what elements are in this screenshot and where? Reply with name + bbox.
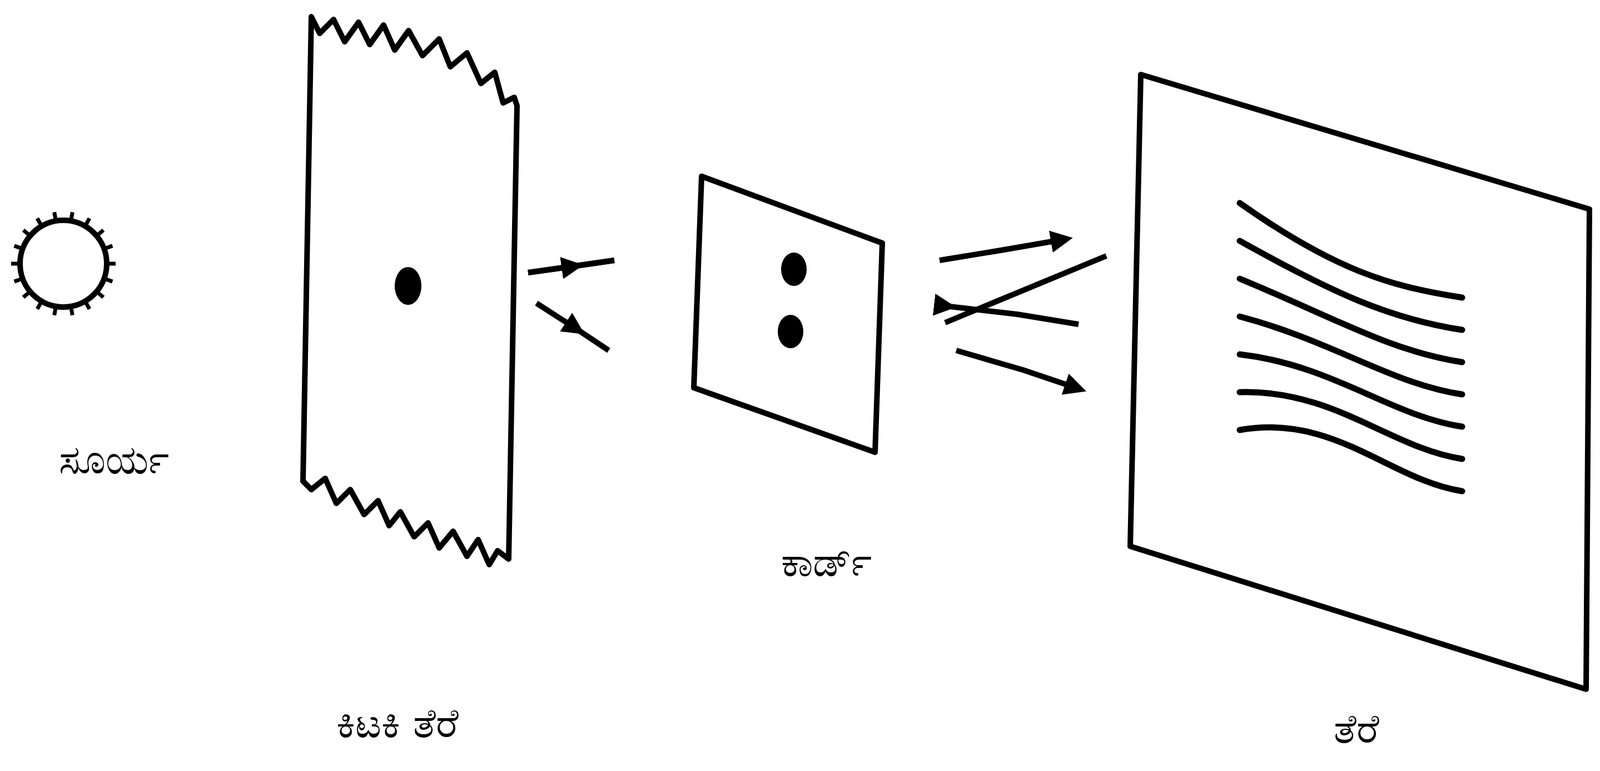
light-ray	[939, 239, 1062, 261]
pinhole	[777, 314, 804, 349]
sun-ray	[14, 278, 23, 282]
sun-ray	[106, 261, 116, 266]
light-ray	[528, 260, 615, 273]
fringe	[1239, 202, 1463, 298]
sun-ray	[103, 278, 113, 282]
pinhole	[394, 266, 422, 305]
fringe	[1239, 278, 1463, 362]
part-label: ಸೂರ್ಯ	[58, 435, 170, 484]
sun-ray	[23, 291, 31, 297]
sun-rays	[11, 211, 116, 315]
sun-ray	[96, 230, 104, 236]
sun	[20, 220, 107, 307]
fringe	[1239, 316, 1463, 395]
sun-ray	[54, 211, 57, 221]
light-ray	[536, 302, 609, 351]
light-ray	[956, 350, 1076, 388]
sun-ray	[85, 218, 90, 227]
sun-ray	[71, 211, 73, 221]
part-label: ಕಿಟಕಿ ತೆರೆ	[336, 698, 459, 747]
screen	[1130, 74, 1590, 689]
interference-fringes	[1239, 202, 1463, 491]
fringe	[1239, 426, 1463, 491]
sun-ray	[37, 301, 42, 310]
sun-ray	[71, 306, 73, 316]
fringe	[1239, 240, 1463, 330]
pinhole	[781, 252, 807, 286]
window-screen	[302, 16, 518, 565]
sun-ray	[103, 245, 113, 249]
light-ray	[528, 260, 615, 273]
sun-ray	[96, 291, 104, 297]
card	[693, 176, 883, 452]
sun-ray	[85, 301, 90, 310]
sun-ray	[11, 261, 21, 266]
part-label: ಕಾರ್ಡ್	[781, 537, 872, 586]
part-label: ತೆರೆ	[1333, 704, 1380, 753]
light-ray	[945, 255, 1107, 323]
sun-ray	[23, 230, 31, 236]
sun-ray	[54, 306, 57, 316]
sun-ray	[37, 218, 42, 227]
sun-ray	[14, 245, 23, 249]
